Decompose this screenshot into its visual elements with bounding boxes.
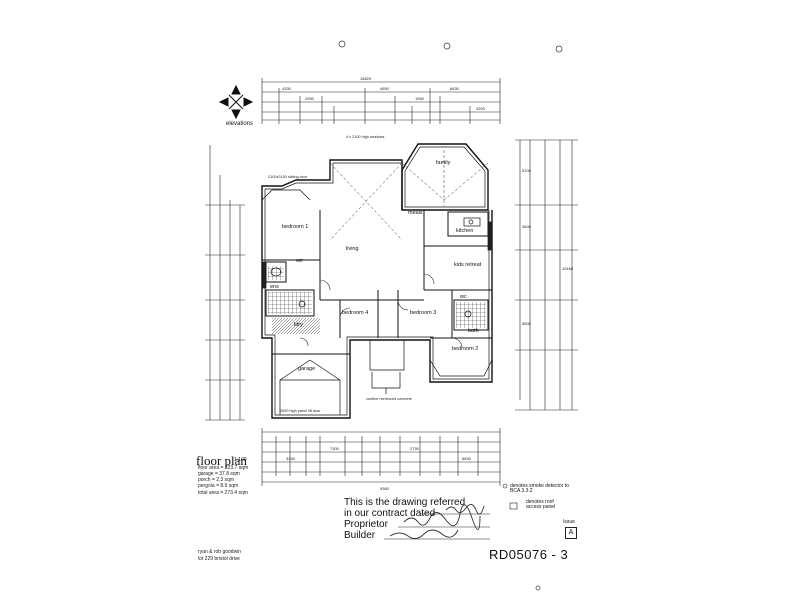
dimension-numbers: 15820 4330 4650 6630 2950 1550 4200 9360… — [282, 76, 574, 491]
contract-line-2: in our contract dated — [344, 508, 436, 519]
room-wc: wc — [459, 294, 467, 300]
dim-top-5: 1550 — [415, 96, 425, 101]
dim-top-2: 4650 — [380, 86, 390, 91]
legend-access-panel: denotes roof access panel — [526, 499, 556, 510]
punch-marks — [338, 40, 563, 591]
legend-symbols — [502, 483, 518, 510]
dim-bottom-3: 2750 — [410, 446, 420, 451]
room-bedroom-2: bedroom 2 — [452, 346, 478, 352]
room-bedroom-4: bedroom 4 — [342, 310, 368, 316]
address-line: ryan & rob goodwin — [198, 549, 242, 555]
dim-right-3: 5800 — [522, 321, 532, 326]
top-dimension-lines — [261, 78, 501, 124]
bedroom-2-bay — [429, 359, 493, 377]
area-line: total area = 273.4 sqm — [198, 490, 248, 496]
garage-door — [279, 359, 341, 415]
dim-bottom-overall: 9360 — [380, 486, 390, 491]
note-windows: 4 x 2100 high windows — [346, 135, 385, 139]
room-bath: bath — [468, 328, 479, 334]
room-wir: wir — [295, 258, 303, 264]
room-bedroom-1: bedroom 1 — [282, 224, 308, 230]
bottom-dimension-lines — [261, 428, 501, 486]
area-line: porch = 2.3 sqm — [198, 477, 234, 483]
porch — [352, 339, 405, 394]
contract-line-1: This is the drawing referred — [344, 497, 466, 508]
external-walls — [261, 143, 493, 419]
room-garage: garage — [298, 366, 315, 372]
drawing-title: floor plan — [196, 453, 247, 468]
dim-right-1: 5100 — [522, 168, 532, 173]
contract-stamp: This is the drawing referred in our cont… — [344, 497, 465, 541]
contract-line-3: Proprietor — [344, 519, 388, 530]
room-labels: family meals kitchen bedroom 1 living ki… — [270, 160, 482, 372]
room-meals: meals — [408, 210, 423, 216]
legend-smoke-detector: denotes smoke detector to BCA 3.3.2 — [510, 483, 569, 494]
dim-top-overall: 15820 — [360, 76, 372, 81]
room-bedroom-3: bedroom 3 — [410, 310, 436, 316]
dim-bottom-4: 6830 — [462, 456, 472, 461]
compass-icon — [218, 84, 254, 120]
contract-lines — [384, 513, 490, 540]
address-line: lot 229 bristol drive — [198, 556, 240, 562]
dim-top-1: 4330 — [282, 86, 292, 91]
area-line: pergola = 8.9 sqm — [198, 483, 239, 489]
internal-walls — [262, 209, 492, 355]
dim-top-3: 6630 — [450, 86, 460, 91]
dim-top-6: 4200 — [476, 106, 486, 111]
elevations-label: elevations — [226, 121, 254, 127]
drawing-reference: RD05076 - 3 — [489, 547, 569, 562]
contract-line-4: Builder — [344, 530, 376, 541]
dim-bottom-1: 3340 — [286, 456, 296, 461]
drawing-notes: 4 x 2100 high windows 2500 high panel li… — [268, 135, 412, 413]
issue-label: Issue — [563, 519, 575, 525]
issue-box: A — [565, 527, 577, 539]
area-line: floor area = 223.7 sqm — [198, 465, 249, 471]
door-swings — [299, 273, 463, 349]
area-line: garage = 37.8 sqm — [198, 471, 240, 477]
dim-bottom-2: 7300 — [330, 446, 340, 451]
dim-right-2: 3600 — [522, 224, 532, 229]
room-ens: ens — [270, 284, 279, 290]
room-ldry: ldry — [294, 322, 303, 328]
note-rear-door: 2100x2100 sliding door — [268, 175, 308, 179]
room-kids-retreat: kids retreat — [454, 262, 482, 268]
roof-lines — [329, 150, 489, 241]
room-kitchen: kitchen — [456, 228, 473, 234]
right-dimension-lines — [515, 139, 578, 411]
room-family: family — [436, 160, 451, 166]
fixtures — [261, 217, 493, 318]
dim-top-4: 2950 — [305, 96, 315, 101]
room-living: living — [346, 246, 359, 252]
note-garage-door: 2500 high panel lift door — [280, 409, 321, 413]
note-porch: confine reinforced concrete — [366, 397, 412, 401]
drawing-scale: 1:100 — [234, 457, 247, 463]
dim-right-overall: 19160 — [562, 266, 574, 271]
left-dimension-lines — [205, 145, 245, 421]
